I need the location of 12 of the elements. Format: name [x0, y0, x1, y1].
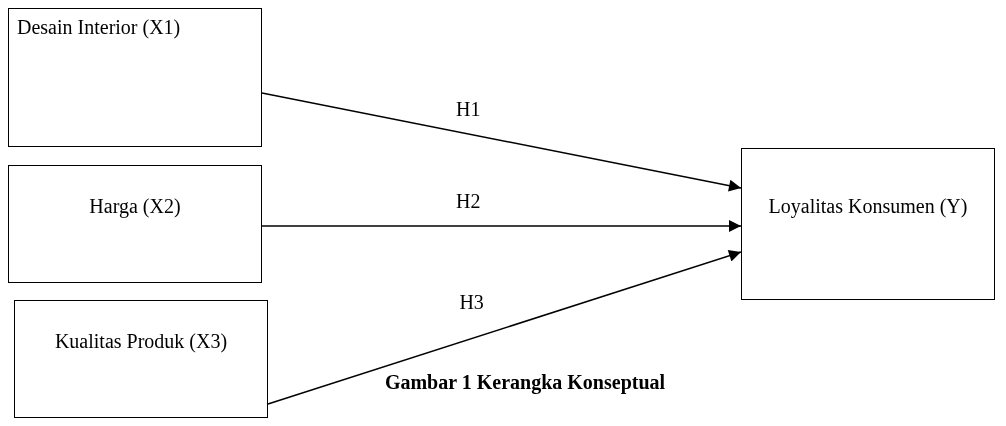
- variable-name: Desain Interior (X1): [17, 16, 181, 38]
- variable-box: [14, 300, 268, 418]
- variable-name: Harga (X2): [89, 195, 181, 217]
- variable-name: Loyalitas Konsumen (Y): [768, 195, 968, 217]
- arrow: [261, 220, 742, 232]
- arrow: [261, 92, 742, 192]
- variable-name: Kualitas Produk (X3): [54, 330, 228, 352]
- variable-box: [8, 8, 262, 147]
- variable-box: [8, 165, 262, 283]
- figure-caption: Gambar 1 Kerangka Konseptual: [383, 370, 667, 394]
- variable-box: [741, 148, 995, 300]
- arrow: [267, 249, 742, 405]
